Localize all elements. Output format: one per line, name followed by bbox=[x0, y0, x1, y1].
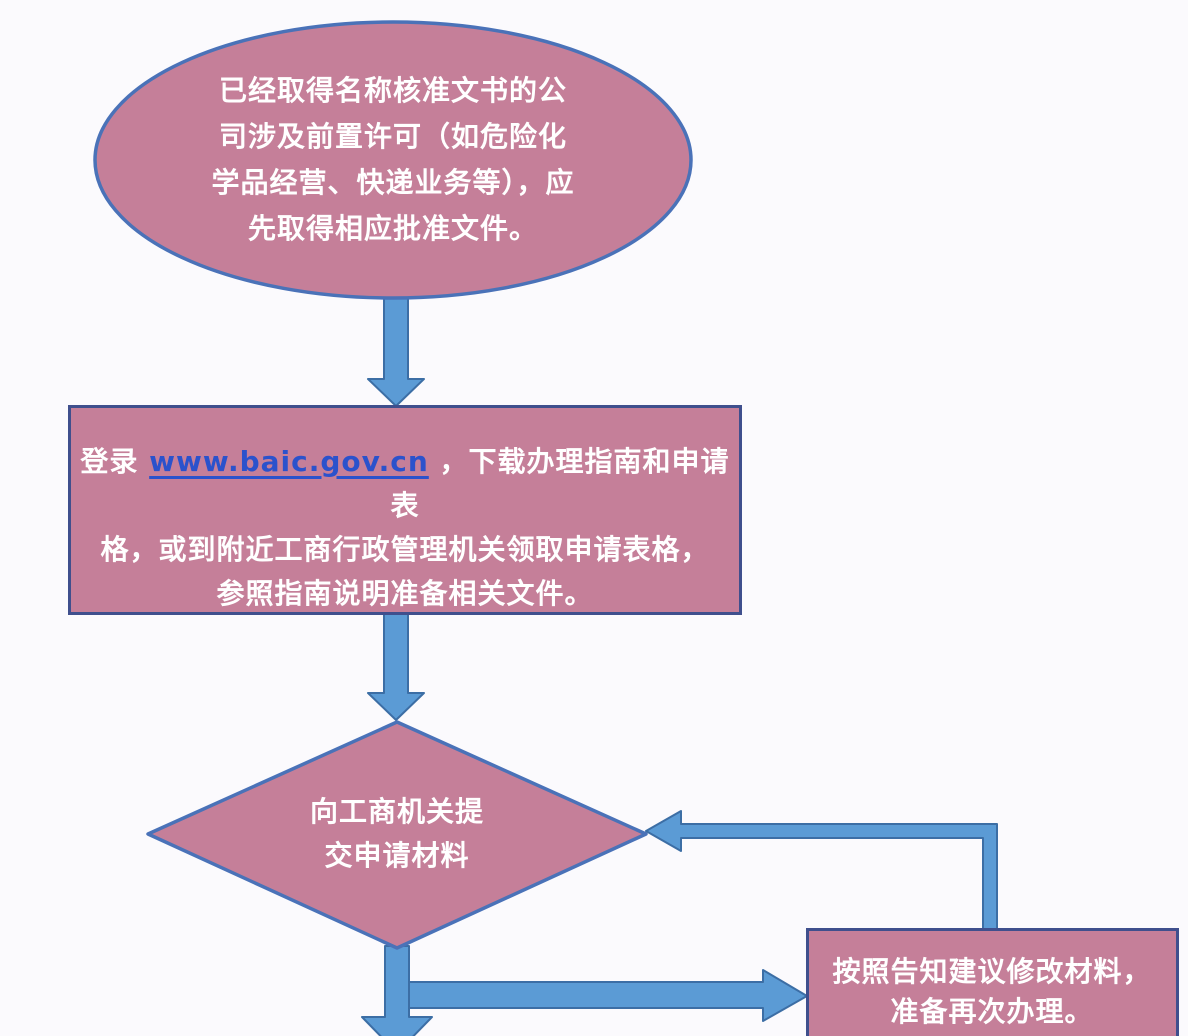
decision-line-1: 向工商机关提 bbox=[309, 795, 484, 828]
revise-line-2: 准备再次办理。 bbox=[890, 995, 1094, 1028]
arrow-download-to-decision bbox=[367, 610, 425, 721]
download-line-3: 参照指南说明准备相关文件。 bbox=[216, 577, 594, 610]
start-line-4: 先取得相应批准文件。 bbox=[247, 212, 538, 245]
download-rect-shape bbox=[68, 405, 742, 615]
decision-node-text: 向工商机关提 交申请材料 bbox=[147, 790, 647, 878]
arrow-decision-down bbox=[361, 945, 433, 1036]
arrow-decision-to-revise bbox=[408, 969, 808, 1022]
download-line-1-prefix: 登录 bbox=[80, 445, 150, 478]
revise-line-1: 按照告知建议修改材料， bbox=[832, 955, 1152, 988]
decision-diamond-shape bbox=[146, 720, 648, 950]
arrow-start-to-download bbox=[367, 292, 425, 407]
download-line-1-rest: ，下载办理指南和申请表 bbox=[390, 445, 730, 522]
decision-line-2: 交申请材料 bbox=[324, 839, 470, 872]
arrow-revise-to-decision-feedback bbox=[645, 810, 998, 931]
revise-rect-shape bbox=[806, 928, 1179, 1036]
start-line-1: 已经取得名称核准文书的公 bbox=[218, 74, 567, 107]
download-node-text: 登录 www.baic.gov.cn ，下载办理指南和申请表 格，或到附近工商行… bbox=[75, 440, 735, 616]
start-node-text: 已经取得名称核准文书的公 司涉及前置许可（如危险化 学品经营、快递业务等），应 … bbox=[93, 68, 693, 252]
start-ellipse-shape bbox=[93, 20, 693, 300]
start-line-2: 司涉及前置许可（如危险化 bbox=[218, 120, 567, 153]
download-line-2: 格，或到附近工商行政管理机关领取申请表格， bbox=[100, 533, 710, 566]
download-line-1: 登录 www.baic.gov.cn ，下载办理指南和申请表 bbox=[75, 440, 735, 528]
revise-node-text: 按照告知建议修改材料， 准备再次办理。 bbox=[806, 952, 1178, 1032]
baic-site-link[interactable]: www.baic.gov.cn bbox=[149, 445, 429, 478]
start-line-3: 学品经营、快递业务等），应 bbox=[211, 166, 575, 199]
